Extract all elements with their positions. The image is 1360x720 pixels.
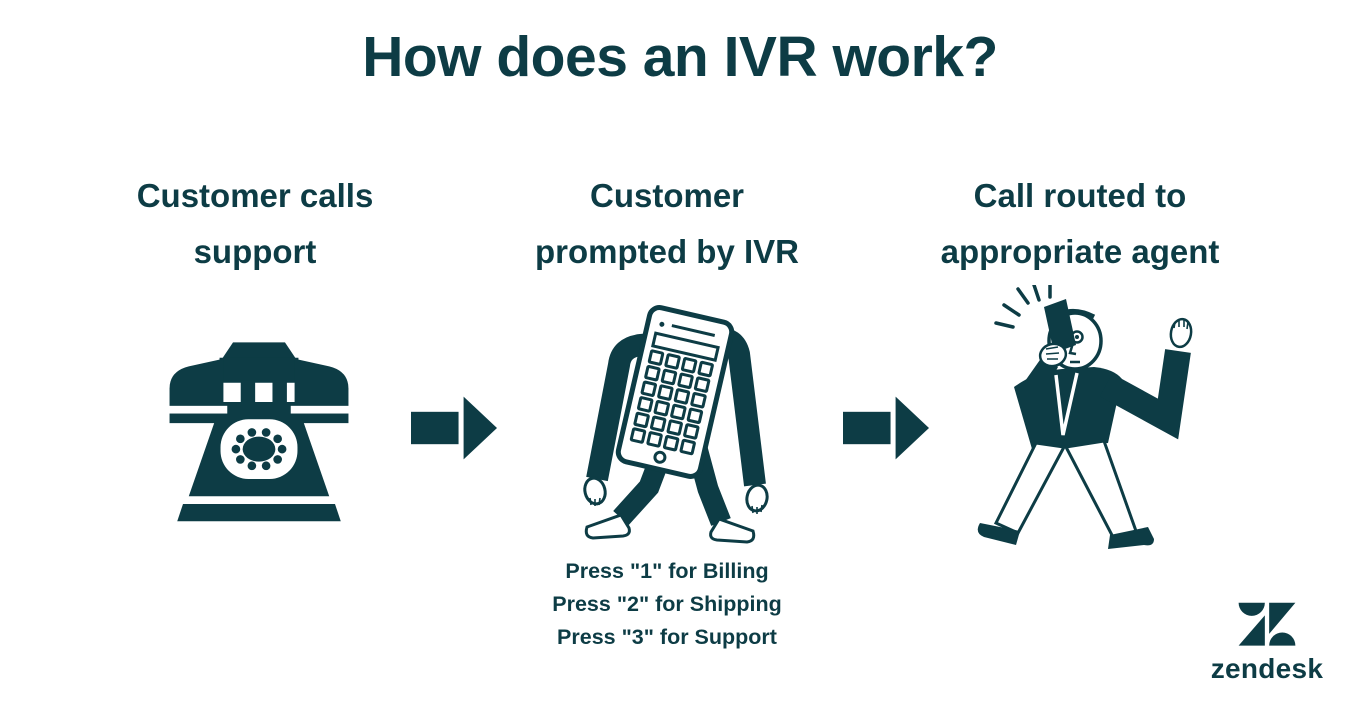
dial-center [242,436,276,462]
ivr-menu-option-1: Press "1" for Billing [565,559,769,583]
ivr-menu-options: Press "1" for Billing Press "2" for Ship… [488,555,846,654]
screen-header [651,331,720,363]
earpiece-stripe-right [290,405,355,414]
ring-rays [994,285,1052,329]
speaker-line [671,324,716,337]
smartphone-body [615,305,735,479]
hand-fingers [589,497,763,514]
keypad-grid [629,349,714,456]
zendesk-logo-icon [1238,602,1296,646]
handset-bar [219,357,299,383]
shirt-v-collar [1054,372,1079,436]
trousers [993,439,1138,541]
left-upper-arm [1018,357,1058,407]
step3-heading: Call routed to appropriate agent [940,177,1220,270]
dial-holes [231,428,287,471]
step1-heading: Customer calls support [136,177,374,270]
step2-heading: Customer prompted by IVR [534,177,800,270]
shoes [977,523,1154,549]
ivr-menu-option-2: Press "2" for Shipping [552,592,782,616]
earpiece-stripe-left [163,405,228,414]
hand-on-phone-fingers [1045,346,1060,360]
zendesk-wordmark: zendesk [1210,653,1324,684]
ivr-phone-person-illustration [583,305,769,544]
phone-base [177,503,341,522]
ivr-menu-option-3: Press "3" for Support [557,625,777,649]
shoes [584,513,756,544]
camera-dot [659,321,665,327]
waving-hand-fingers [1173,320,1189,330]
agent-on-phone-illustration [977,285,1193,549]
arrow-right-icon [843,396,929,460]
hands [583,476,769,513]
rotary-telephone-illustration [163,342,355,522]
handset-grip [221,342,297,360]
waving-hand [1169,317,1193,349]
page-title: How does an IVR work? [362,25,998,89]
handset-phone [1044,299,1076,353]
arrow-right-icon [411,396,497,460]
raised-arm [1099,349,1191,440]
home-button [653,450,667,464]
